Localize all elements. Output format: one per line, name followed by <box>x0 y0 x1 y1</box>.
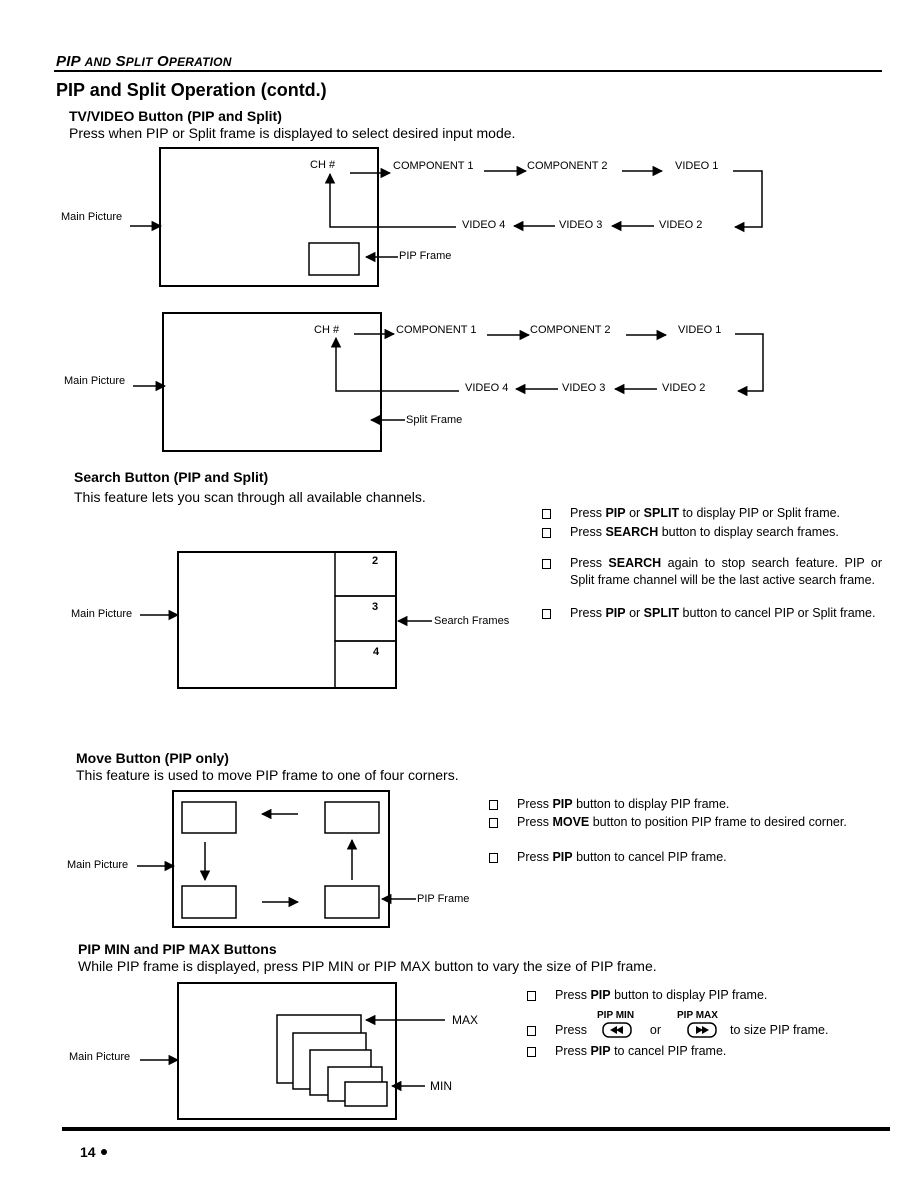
arrow-back-to-ch <box>324 172 456 228</box>
checkbox-bullet-icon <box>527 991 536 1001</box>
min-label: MIN <box>430 1079 452 1093</box>
search-diagram: 2 3 4 Main Picture Search Frames <box>71 551 510 689</box>
page-title: PIP and Split Operation (contd.) <box>56 80 327 100</box>
pipminmax-bullets: Press PIP button to display PIP frame. P… <box>527 987 887 1067</box>
footer-rule <box>62 1127 890 1131</box>
arrow-to-video2 <box>733 170 763 233</box>
pip-frame-label: PIP Frame <box>399 250 451 262</box>
search-description: This feature lets you scan through all a… <box>74 489 426 505</box>
video2-label: VIDEO 2 <box>662 382 705 394</box>
main-picture-label: Main Picture <box>64 375 125 387</box>
main-picture-label: Main Picture <box>67 859 128 871</box>
max-label: MAX <box>452 1013 478 1027</box>
pipminmax-diagram: MAX MIN Main Picture <box>69 982 478 1120</box>
move-description: This feature is used to move PIP frame t… <box>76 767 459 783</box>
checkbox-bullet-icon <box>542 509 551 519</box>
search-frame-number: 2 <box>372 555 378 567</box>
search-frame-2 <box>334 551 397 597</box>
pip-corner-bottom-left <box>181 885 237 919</box>
checkbox-bullet-icon <box>489 800 498 810</box>
move-heading: Move Button (PIP only) <box>76 750 229 766</box>
pip-corner-bottom-right <box>324 885 380 919</box>
ch-label: CH # <box>310 159 336 171</box>
header-rule <box>54 70 882 72</box>
pipminmax-heading: PIP MIN and PIP MAX Buttons <box>78 941 277 957</box>
page-number: 14 <box>80 1144 108 1160</box>
search-frame-4 <box>334 640 397 689</box>
checkbox-bullet-icon <box>527 1047 536 1057</box>
move-bullets: Press PIP button to display PIP frame. P… <box>489 796 859 871</box>
checkbox-bullet-icon <box>542 609 551 619</box>
main-picture-frame <box>159 147 379 287</box>
tv-video-diagram-pip: Main Picture CH # COMPONENT 1 COMPONENT … <box>61 147 763 287</box>
tv-video-diagram-split: Main Picture CH # COMPONENT 1 COMPONENT … <box>64 312 764 452</box>
search-frame-number: 3 <box>372 601 378 613</box>
search-frame-number: 4 <box>373 646 380 658</box>
pip-size-step <box>344 1081 388 1107</box>
checkbox-bullet-icon <box>542 528 551 538</box>
pip-corner-top-right <box>324 801 380 834</box>
rewind-button-icon <box>602 1022 633 1038</box>
checkbox-bullet-icon <box>489 853 498 863</box>
component2-label: COMPONENT 2 <box>530 324 610 336</box>
pip-max-label: PIP MAX <box>677 1010 718 1021</box>
video1-label: VIDEO 1 <box>675 160 718 172</box>
tv-video-description: Press when PIP or Split frame is display… <box>69 125 516 141</box>
search-frame-3 <box>334 595 397 642</box>
component2-label: COMPONENT 2 <box>527 160 607 172</box>
arrow-back-to-ch <box>330 336 459 392</box>
main-picture-label: Main Picture <box>69 1051 130 1063</box>
video4-label: VIDEO 4 <box>462 219 505 231</box>
video1-label: VIDEO 1 <box>678 324 721 336</box>
search-bullets: Press PIP or SPLIT to display PIP or Spl… <box>542 505 887 645</box>
video2-label: VIDEO 2 <box>659 219 702 231</box>
component1-label: COMPONENT 1 <box>393 160 473 172</box>
main-picture-frame <box>177 551 397 689</box>
bullet-dot-icon <box>101 1149 108 1155</box>
main-picture-label: Main Picture <box>61 211 122 223</box>
video3-label: VIDEO 3 <box>562 382 605 394</box>
split-frame-label: Split Frame <box>406 414 462 426</box>
main-picture-frame <box>172 790 390 928</box>
section-header: PIP AND SPLIT OPERATION <box>56 53 232 70</box>
main-picture-frame <box>162 312 382 452</box>
checkbox-bullet-icon <box>489 818 498 828</box>
checkbox-bullet-icon <box>542 559 551 569</box>
search-heading: Search Button (PIP and Split) <box>74 469 269 485</box>
pip-frame-label: PIP Frame <box>417 893 469 905</box>
move-diagram: Main Picture PIP Frame <box>67 790 469 928</box>
ch-label: CH # <box>314 324 340 336</box>
pip-min-label: PIP MIN <box>597 1010 635 1021</box>
arrow-to-video2 <box>735 333 764 397</box>
checkbox-bullet-icon <box>527 1026 536 1036</box>
pip-frame <box>308 242 360 276</box>
fast-forward-button-icon <box>686 1022 717 1038</box>
main-picture-label: Main Picture <box>71 608 132 620</box>
tv-video-heading: TV/VIDEO Button (PIP and Split) <box>69 108 282 124</box>
video4-label: VIDEO 4 <box>465 382 508 394</box>
search-frames-label: Search Frames <box>434 615 510 627</box>
video3-label: VIDEO 3 <box>559 219 602 231</box>
main-picture-frame <box>177 982 397 1120</box>
component1-label: COMPONENT 1 <box>396 324 476 336</box>
pip-corner-top-left <box>181 801 237 834</box>
pipminmax-description: While PIP frame is displayed, press PIP … <box>78 958 657 974</box>
